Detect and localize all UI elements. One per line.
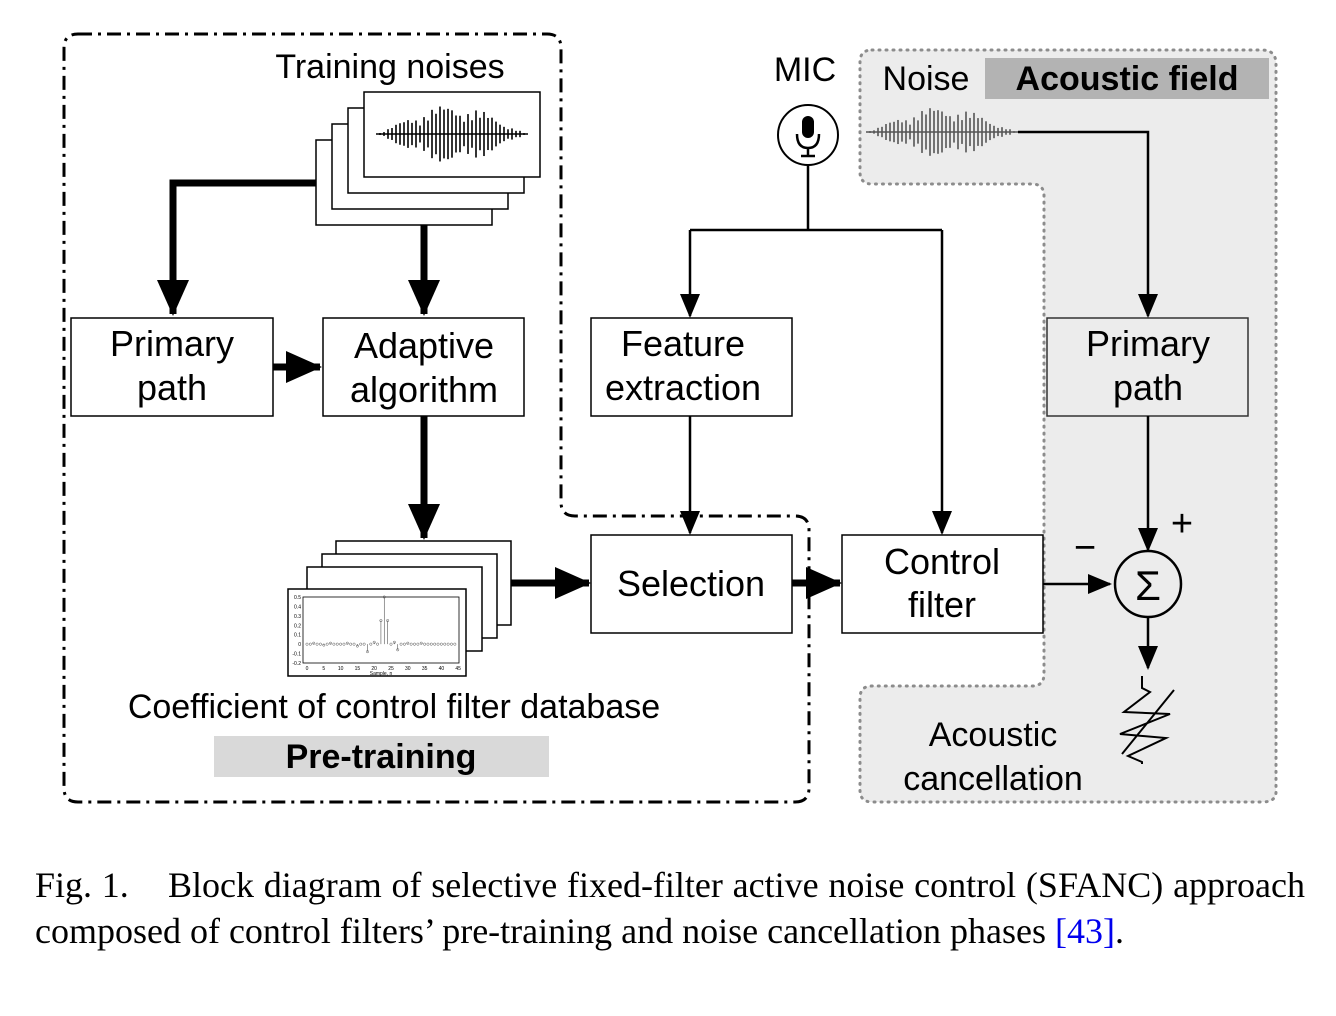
feature-extraction-block: Feature extraction bbox=[590, 317, 793, 417]
svg-text:15: 15 bbox=[355, 666, 361, 672]
svg-text:path: path bbox=[1113, 367, 1183, 408]
svg-text:0.3: 0.3 bbox=[294, 614, 301, 620]
training-noises-label: Training noises bbox=[275, 48, 504, 86]
pretraining-label: Pre-training bbox=[286, 738, 477, 776]
figure-caption: Fig. 1. Block diagram of selective fixed… bbox=[35, 862, 1305, 954]
sfanc-block-diagram: Acoustic field Noise Pre-training Acoust… bbox=[62, 32, 1278, 804]
svg-text:extraction: extraction bbox=[605, 367, 761, 408]
acoustic-field-label-band bbox=[985, 58, 1269, 99]
plus-sign: + bbox=[1171, 503, 1193, 545]
acoustic-cancellation-label-line2: cancellation bbox=[903, 760, 1083, 798]
microphone-icon bbox=[777, 104, 839, 166]
svg-text:path: path bbox=[137, 367, 207, 408]
svg-text:Σ: Σ bbox=[1135, 562, 1161, 609]
acoustic-noise-waveform-icon bbox=[866, 108, 1018, 156]
svg-text:25: 25 bbox=[388, 666, 394, 672]
caption-end: . bbox=[1114, 911, 1124, 951]
svg-text:35: 35 bbox=[422, 666, 428, 672]
svg-text:-0.2: -0.2 bbox=[292, 661, 301, 667]
caption-reference[interactable]: [43] bbox=[1055, 911, 1115, 951]
svg-text:Primary: Primary bbox=[1086, 323, 1210, 364]
acoustic-cancellation-label-line1: Acoustic bbox=[929, 716, 1058, 754]
svg-text:0.4: 0.4 bbox=[294, 604, 301, 610]
svg-text:5: 5 bbox=[322, 666, 325, 672]
svg-text:45: 45 bbox=[455, 666, 461, 672]
control-filter-block: Control filter bbox=[841, 534, 1044, 634]
svg-text:filter: filter bbox=[908, 584, 976, 625]
svg-text:0.1: 0.1 bbox=[294, 633, 301, 639]
svg-text:30: 30 bbox=[405, 666, 411, 672]
svg-text:Selection: Selection bbox=[617, 563, 765, 604]
svg-text:Adaptive: Adaptive bbox=[354, 325, 494, 366]
svg-text:Control: Control bbox=[884, 541, 1000, 582]
svg-text:0.5: 0.5 bbox=[294, 595, 301, 601]
svg-text:0: 0 bbox=[306, 666, 309, 672]
acoustic-field-label: Acoustic field bbox=[1016, 60, 1239, 98]
adaptive-algorithm-block: Adaptive algorithm bbox=[322, 317, 525, 417]
summing-junction: Σ + − bbox=[1074, 503, 1193, 619]
minus-sign: − bbox=[1074, 527, 1096, 569]
mic-label: MIC bbox=[774, 51, 836, 89]
svg-text:-0.1: -0.1 bbox=[292, 652, 301, 658]
coefficient-database-stack bbox=[287, 540, 512, 677]
svg-text:20: 20 bbox=[371, 666, 377, 672]
acoustic-field-region bbox=[858, 48, 1278, 804]
primary-path-left-block: Primary path bbox=[70, 317, 274, 417]
svg-text:10: 10 bbox=[338, 666, 344, 672]
svg-text:Primary: Primary bbox=[110, 323, 234, 364]
signal-arrows bbox=[680, 130, 1158, 670]
svg-text:0: 0 bbox=[298, 642, 301, 648]
residual-noise-icon bbox=[1119, 676, 1175, 764]
training-noises-stack bbox=[315, 91, 541, 226]
database-label: Coefficient of control filter database bbox=[128, 688, 660, 726]
noise-waveform-icon bbox=[376, 106, 528, 162]
pretraining-label-band bbox=[214, 736, 549, 777]
caption-fig-number: Fig. 1. bbox=[35, 865, 129, 905]
svg-text:Sample, n: Sample, n bbox=[370, 671, 393, 677]
svg-text:Feature: Feature bbox=[621, 323, 745, 364]
svg-text:algorithm: algorithm bbox=[350, 369, 498, 410]
selection-block: Selection bbox=[590, 534, 793, 634]
pretraining-arrows bbox=[157, 179, 842, 599]
svg-text:40: 40 bbox=[439, 666, 445, 672]
svg-text:0.2: 0.2 bbox=[294, 623, 301, 629]
caption-text: Block diagram of selective fixed-filter … bbox=[35, 865, 1305, 951]
noise-label: Noise bbox=[883, 60, 970, 98]
coefficient-mini-plot: 0.5 0.4 0.3 0.2 0.1 0 -0.1 -0.2 0 5 10 15 20 25 30 35 40… bbox=[292, 595, 461, 677]
pretraining-region bbox=[62, 32, 811, 804]
primary-path-right-block: Primary path bbox=[1046, 317, 1249, 417]
